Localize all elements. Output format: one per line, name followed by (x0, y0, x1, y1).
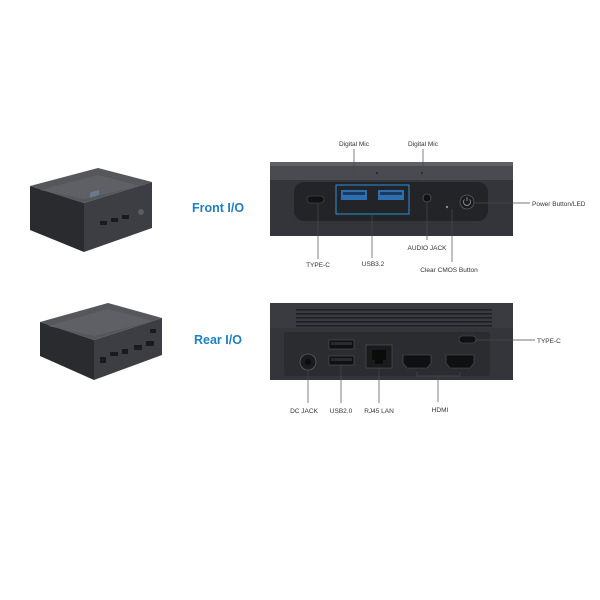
label-rj45-lan: RJ45 LAN (364, 408, 394, 415)
clear-cmos-pinhole (445, 205, 449, 209)
label-power-button: Power Button/LED (532, 201, 586, 208)
label-usb20: USB2.0 (330, 408, 353, 415)
front-type-c-port (306, 195, 325, 204)
front-panel (270, 162, 513, 236)
label-clear-cmos: Clear CMOS Button (420, 267, 478, 274)
power-button (459, 194, 475, 210)
power-icon (463, 199, 471, 206)
rear-panel (270, 303, 513, 380)
front-device-photo (30, 168, 152, 252)
front-io-title: Front I/O (192, 201, 244, 215)
rear-device-photo (40, 303, 162, 380)
rear-type-c-port (458, 335, 477, 344)
hdmi-port-1 (402, 354, 432, 369)
usb32-highlight-box (335, 184, 410, 215)
label-digital-mic-right: Digital Mic (408, 141, 439, 148)
rear-vent-slots (296, 309, 492, 327)
label-front-type-c: TYPE-C (306, 262, 330, 269)
rear-io-title: Rear I/O (194, 333, 242, 347)
label-usb32: USB3.2 (362, 261, 385, 268)
label-hdmi: HDMI (432, 407, 449, 414)
audio-jack (422, 193, 432, 203)
label-dc-jack: DC JACK (290, 408, 318, 415)
label-audio-jack: AUDIO JACK (407, 245, 447, 252)
hdmi-port-2 (445, 354, 475, 369)
label-rear-type-c: TYPE-C (537, 338, 561, 345)
label-digital-mic-left: Digital Mic (339, 141, 370, 148)
